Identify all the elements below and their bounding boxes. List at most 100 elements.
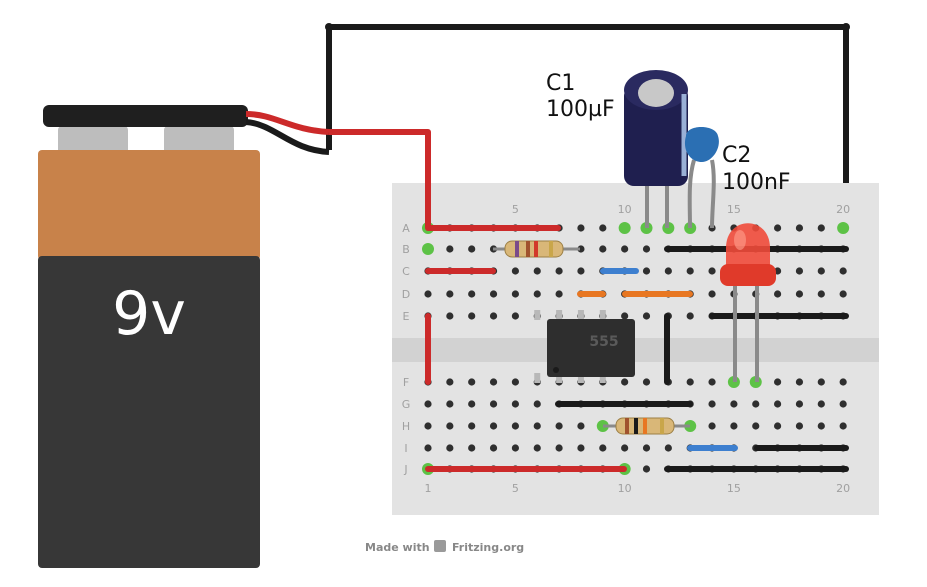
column-number-bottom: 1 xyxy=(425,482,432,495)
breadboard-hole xyxy=(795,422,804,430)
breadboard-hole xyxy=(686,267,694,275)
black-wire-top-loop xyxy=(325,23,850,220)
breadboard-hole xyxy=(730,422,738,430)
breadboard-hole xyxy=(774,422,782,430)
breadboard-hole xyxy=(642,245,651,253)
breadboard-hole xyxy=(817,224,825,232)
row-letter: J xyxy=(403,463,407,476)
column-number-top: 5 xyxy=(512,203,519,216)
chip-pin xyxy=(556,373,563,383)
breadboard-hole xyxy=(489,290,498,298)
breadboard-hole xyxy=(533,444,541,452)
breadboard-hole xyxy=(577,224,585,232)
fritzing-brand-text: Fritzing.org xyxy=(452,541,524,554)
breadboard-hole xyxy=(533,267,541,275)
chip-pin xyxy=(599,373,606,383)
breadboard-hole xyxy=(817,378,825,386)
breadboard-hole xyxy=(424,400,432,408)
breadboard-hole xyxy=(577,267,585,275)
breadboard-hole xyxy=(708,400,716,408)
breadboard-hole xyxy=(577,245,585,253)
breadboard-hole xyxy=(817,267,825,275)
row-letter: I xyxy=(404,442,407,455)
breadboard-hole xyxy=(424,290,432,298)
breadboard-hole xyxy=(817,400,825,408)
column-number-bottom: 20 xyxy=(836,482,850,495)
breadboard-hole xyxy=(468,422,476,430)
chip-label: 555 xyxy=(589,334,618,350)
breadboard-hole xyxy=(577,422,585,430)
column-number-top: 20 xyxy=(836,203,850,216)
breadboard-hole xyxy=(686,378,694,386)
chip-pin xyxy=(556,310,563,320)
c2-name: C2 xyxy=(722,143,751,168)
breadboard-hole xyxy=(642,312,651,320)
breadboard-hole xyxy=(664,267,672,275)
row-letter: H xyxy=(402,420,410,433)
breadboard-hole xyxy=(774,290,782,298)
breadboard-wires xyxy=(425,225,849,472)
breadboard-hole xyxy=(708,378,716,386)
breadboard-hole xyxy=(599,224,607,232)
breadboard-hole xyxy=(468,400,476,408)
breadboard-hole xyxy=(839,422,847,430)
breadboard-hole xyxy=(817,290,825,298)
chip-pin xyxy=(577,310,584,320)
led-red xyxy=(720,223,776,382)
breadboard-hole xyxy=(621,378,629,386)
breadboard-hole xyxy=(511,444,519,452)
breadboard-hole xyxy=(511,312,519,320)
breadboard-hole xyxy=(446,400,454,408)
breadboard-hole xyxy=(664,444,672,452)
breadboard-hole xyxy=(839,400,847,408)
fritzing-logo-icon xyxy=(434,540,446,552)
resistor-bottom xyxy=(603,417,690,435)
breadboard-hole xyxy=(424,444,432,452)
breadboard-hole xyxy=(468,290,476,298)
breadboard-hole xyxy=(795,224,804,232)
breadboard-hole xyxy=(752,422,760,430)
breadboard-hole xyxy=(839,267,847,275)
chip-pin xyxy=(577,373,584,383)
chip-pin xyxy=(534,373,541,383)
breadboard-hole xyxy=(555,267,563,275)
breadboard-hole xyxy=(599,245,607,253)
breadboard-hole xyxy=(533,400,541,408)
breadboard-hole xyxy=(446,444,454,452)
column-number-top: 10 xyxy=(618,203,632,216)
row-letter: B xyxy=(402,243,410,256)
breadboard-hole xyxy=(489,400,498,408)
breadboard-hole xyxy=(708,267,716,275)
chip-pin xyxy=(599,310,606,320)
breadboard-hole xyxy=(489,312,498,320)
ic-555-chip: 555 xyxy=(534,310,635,383)
breadboard-hole xyxy=(817,422,825,430)
battery-label: 9v xyxy=(112,279,186,349)
capacitor-c1 xyxy=(624,70,688,228)
breadboard-hole xyxy=(795,378,804,386)
breadboard-hole xyxy=(555,290,563,298)
breadboard-hole xyxy=(621,444,629,452)
breadboard-hole xyxy=(795,290,804,298)
breadboard-hole xyxy=(446,422,454,430)
row-letter: A xyxy=(402,222,410,235)
breadboard-hole xyxy=(795,400,804,408)
breadboard-hole xyxy=(642,465,651,473)
breadboard-hole xyxy=(533,290,541,298)
capacitor-labels: C1 100µF C2 100nF xyxy=(546,71,791,195)
breadboard-hole xyxy=(795,267,804,275)
breadboard-hole xyxy=(708,422,716,430)
breadboard-hole xyxy=(555,422,563,430)
breadboard-hole xyxy=(489,444,498,452)
breadboard-hole xyxy=(511,400,519,408)
row-letter: F xyxy=(403,376,409,389)
breadboard-hole xyxy=(511,290,519,298)
breadboard-hole xyxy=(446,290,454,298)
breadboard-hole xyxy=(468,378,476,386)
breadboard-hole xyxy=(446,378,454,386)
c2-value: 100nF xyxy=(722,170,791,195)
battery-9v: 9v xyxy=(38,105,260,568)
breadboard-hole xyxy=(774,224,782,232)
breadboard-hole xyxy=(752,400,760,408)
